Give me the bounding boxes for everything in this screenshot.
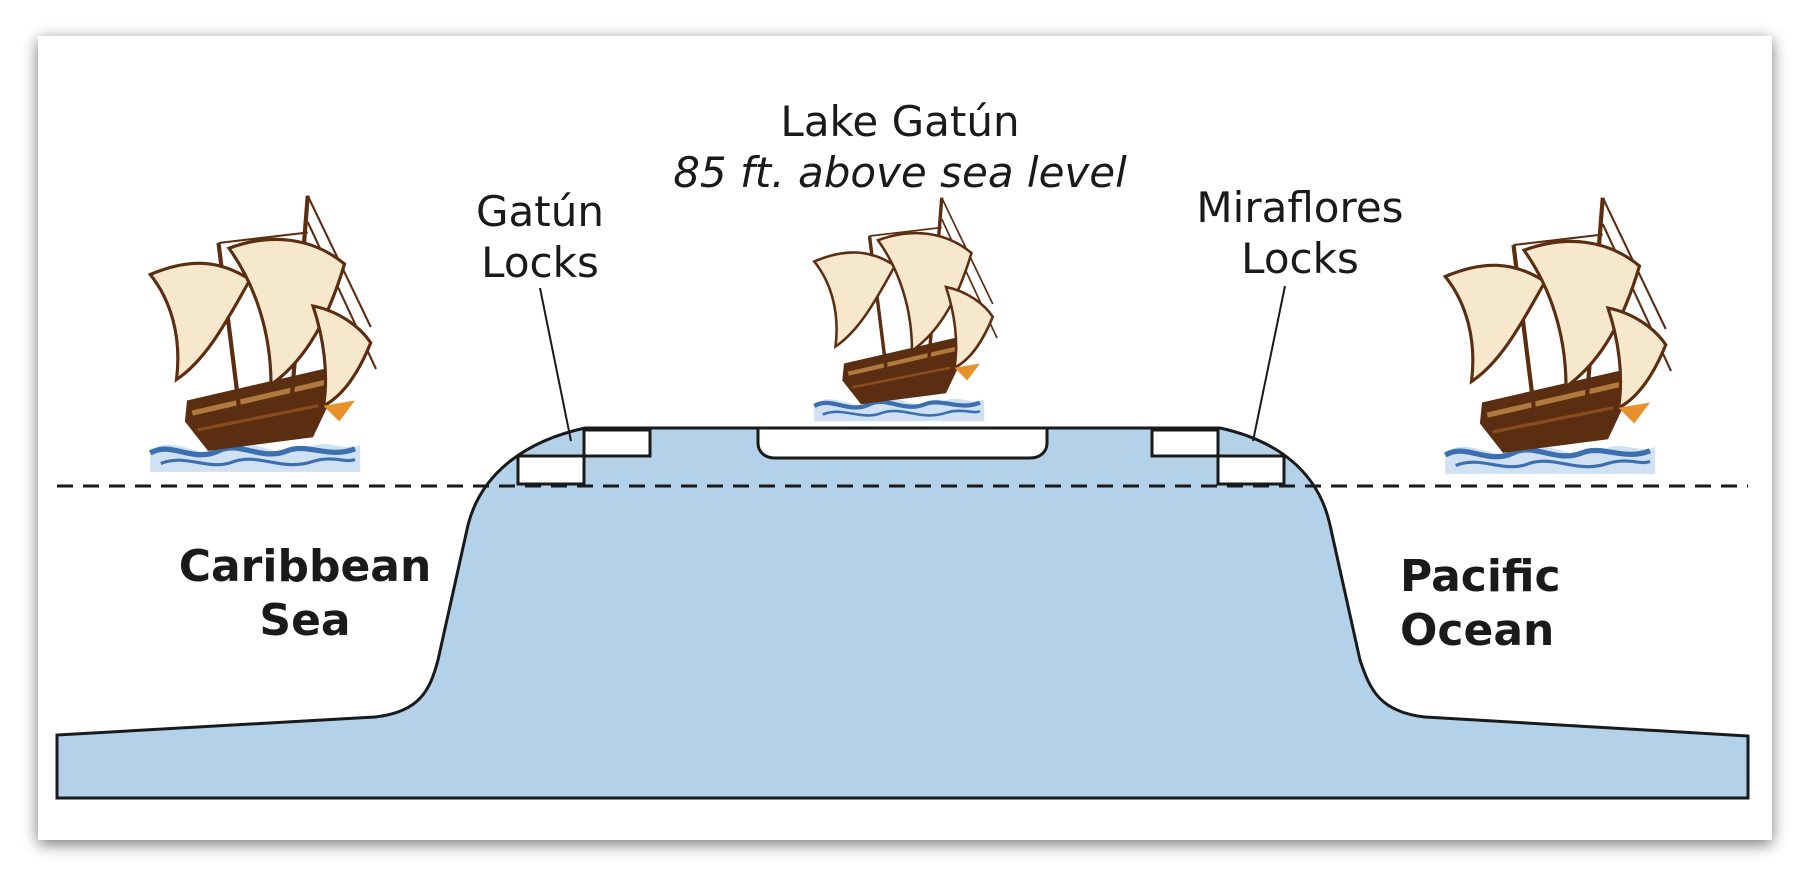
gatun-locks-line1: Gatún — [476, 187, 604, 236]
lake-elevation-note: 85 ft. above sea level — [673, 148, 1127, 198]
gatun-locks-line2: Locks — [481, 238, 599, 288]
pacific-ocean-label: Pacific Ocean — [1400, 550, 1610, 657]
pacific-ocean-line1: Pacific — [1400, 551, 1561, 602]
miraflores-leader-line — [1252, 285, 1286, 442]
lake-gatun-surface — [756, 426, 1049, 460]
gatun-locks — [516, 428, 652, 486]
gatun-locks-label: Gatún Locks — [420, 186, 660, 288]
gatun-leader-line — [539, 287, 572, 442]
caribbean-sea-line2: Sea — [259, 594, 351, 646]
canal-water-profile — [55, 426, 1750, 800]
lake-gatun-label: Lake Gatún 85 ft. above sea level — [600, 96, 1200, 198]
caribbean-sea-label: Caribbean Sea — [150, 540, 460, 647]
pacific-ocean-line2: Ocean — [1400, 604, 1555, 656]
miraflores-locks-label: Miraflores Locks — [1150, 182, 1450, 284]
miraflores-locks-line2: Locks — [1241, 234, 1359, 284]
miraflores-locks-line1: Miraflores — [1196, 183, 1404, 232]
caribbean-sea-line1: Caribbean — [178, 541, 432, 592]
miraflores-locks — [1150, 428, 1286, 486]
lake-name: Lake Gatún — [780, 97, 1020, 146]
